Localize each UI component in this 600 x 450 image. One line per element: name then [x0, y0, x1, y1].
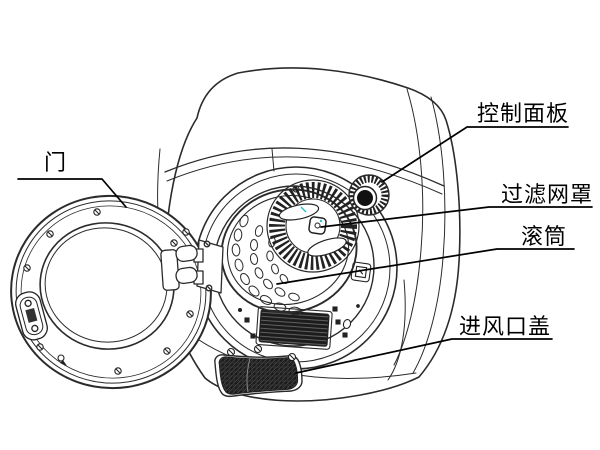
air-inlet-leader-line — [295, 338, 553, 374]
door-leader-line — [17, 178, 127, 208]
label-drum: 滚筒 — [521, 224, 568, 249]
door — [10, 194, 212, 390]
label-air-inlet-cover: 进风口盖 — [459, 314, 552, 339]
filter-center-cap — [308, 216, 327, 235]
label-filter-cover: 过滤网罩 — [501, 182, 594, 207]
drum-leader-line — [276, 248, 575, 285]
filter-slot-lower — [307, 237, 347, 257]
accent-dot — [319, 219, 323, 223]
door-screws — [23, 208, 194, 375]
drum-back — [266, 179, 360, 273]
door-outer-ring — [10, 194, 212, 390]
door-hinge — [160, 239, 224, 294]
filter-fins — [269, 182, 357, 270]
filter-cover — [269, 182, 357, 270]
recess-hardware — [237, 185, 372, 339]
control-panel-leader-line — [381, 126, 569, 183]
door-glass — [44, 227, 168, 343]
filter-slot-upper — [278, 203, 320, 221]
control-knob — [348, 174, 390, 216]
filter-cover-leader-line — [320, 206, 593, 228]
door-window-rim — [39, 222, 175, 350]
leader-lines — [17, 126, 593, 374]
label-control-panel: 控制面板 — [477, 101, 570, 126]
air-inlet-cover — [214, 344, 303, 398]
door-catch — [350, 261, 372, 283]
door-latch — [15, 291, 48, 341]
door-pin — [57, 354, 67, 366]
label-door: 门 — [44, 150, 68, 175]
accent-mark — [300, 206, 307, 213]
